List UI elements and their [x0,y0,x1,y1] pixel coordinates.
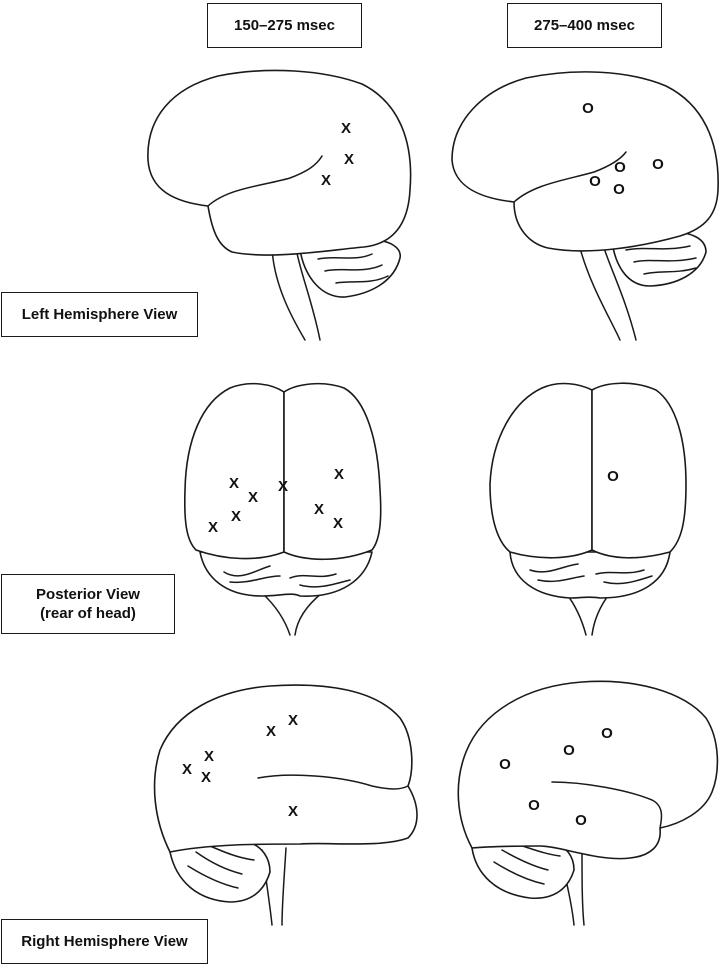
row-label-posterior-line1: Posterior View [36,586,140,603]
cerebellum-folds [529,563,653,585]
activation-marker-o: O [499,756,511,773]
brain-left-early [147,69,412,341]
markers-late-left: O O O O O [582,100,664,198]
activation-marker-x: X [201,769,211,786]
markers-late-right: O O O O O [499,725,613,829]
row-label-left-hemisphere: Left Hemisphere View [1,292,198,337]
left-hemisphere-back [183,382,285,560]
cerebellum-folds [223,565,351,588]
row-label-right-text: Right Hemisphere View [21,933,188,950]
brain-posterior-early [183,382,382,636]
row-label-right-hemisphere: Right Hemisphere View [1,919,208,964]
activation-marker-x: X [182,761,192,778]
activation-marker-o: O [563,742,575,759]
activation-marker-x: X [344,151,354,168]
brain-right-early [153,684,418,926]
brainstem [271,247,321,341]
right-hemisphere-back [591,382,687,559]
brainstem [565,592,611,636]
cerebral-hemisphere [451,71,719,252]
lateral-sulcus [551,781,663,829]
markers-early-right: X X X X X X [182,712,298,820]
activation-marker-o: O [582,100,594,117]
markers-late-posterior: O [607,468,619,485]
cerebellum-folds [625,245,697,275]
activation-marker-x: X [314,501,324,518]
activation-marker-x: X [204,748,214,765]
lateral-sulcus [513,151,627,203]
activation-marker-o: O [575,812,587,829]
activation-marker-o: O [607,468,619,485]
brain-left-late [451,71,719,341]
cerebellum-folds [317,253,389,284]
column-header-early-text: 150–275 msec [234,17,335,34]
activation-marker-x: X [231,508,241,525]
markers-early-left: X X X [321,120,354,189]
cerebral-hemisphere [457,680,719,860]
brainstem [579,247,637,341]
lateral-sulcus [207,155,323,207]
activation-marker-x: X [288,712,298,729]
column-header-early: 150–275 msec [207,3,362,48]
brainstem [261,592,323,636]
cerebellum-folds [187,845,255,889]
row-label-posterior-line2: (rear of head) [40,605,136,622]
brain-posterior-late [489,382,687,636]
activation-marker-o: O [589,173,601,190]
activation-marker-x: X [278,478,288,495]
lateral-sulcus [257,774,409,790]
activation-marker-x: X [266,723,276,740]
activation-marker-x: X [229,475,239,492]
row-label-left-text: Left Hemisphere View [21,306,178,323]
activation-marker-x: X [321,172,331,189]
column-header-late: 275–400 msec [507,3,662,48]
activation-marker-o: O [601,725,613,742]
cerebral-hemisphere [153,684,418,853]
brain-right-late [457,680,719,926]
activation-marker-o: O [652,156,664,173]
activation-marker-x: X [248,489,258,506]
activation-marker-x: X [208,519,218,536]
activation-marker-x: X [341,120,351,137]
activation-marker-x: X [288,803,298,820]
activation-marker-o: O [613,181,625,198]
row-label-posterior: Posterior View (rear of head) [1,574,175,634]
column-header-late-text: 275–400 msec [534,17,635,34]
cerebellum [509,551,671,599]
left-hemisphere-back [489,382,593,559]
cerebellum [199,551,373,597]
activation-marker-o: O [614,159,626,176]
activation-marker-o: O [528,797,540,814]
activation-marker-x: X [333,515,343,532]
markers-early-posterior: X X X X X X X X [208,466,344,536]
cerebral-hemisphere [147,69,412,256]
activation-marker-x: X [334,466,344,483]
right-hemisphere-back [283,382,382,561]
